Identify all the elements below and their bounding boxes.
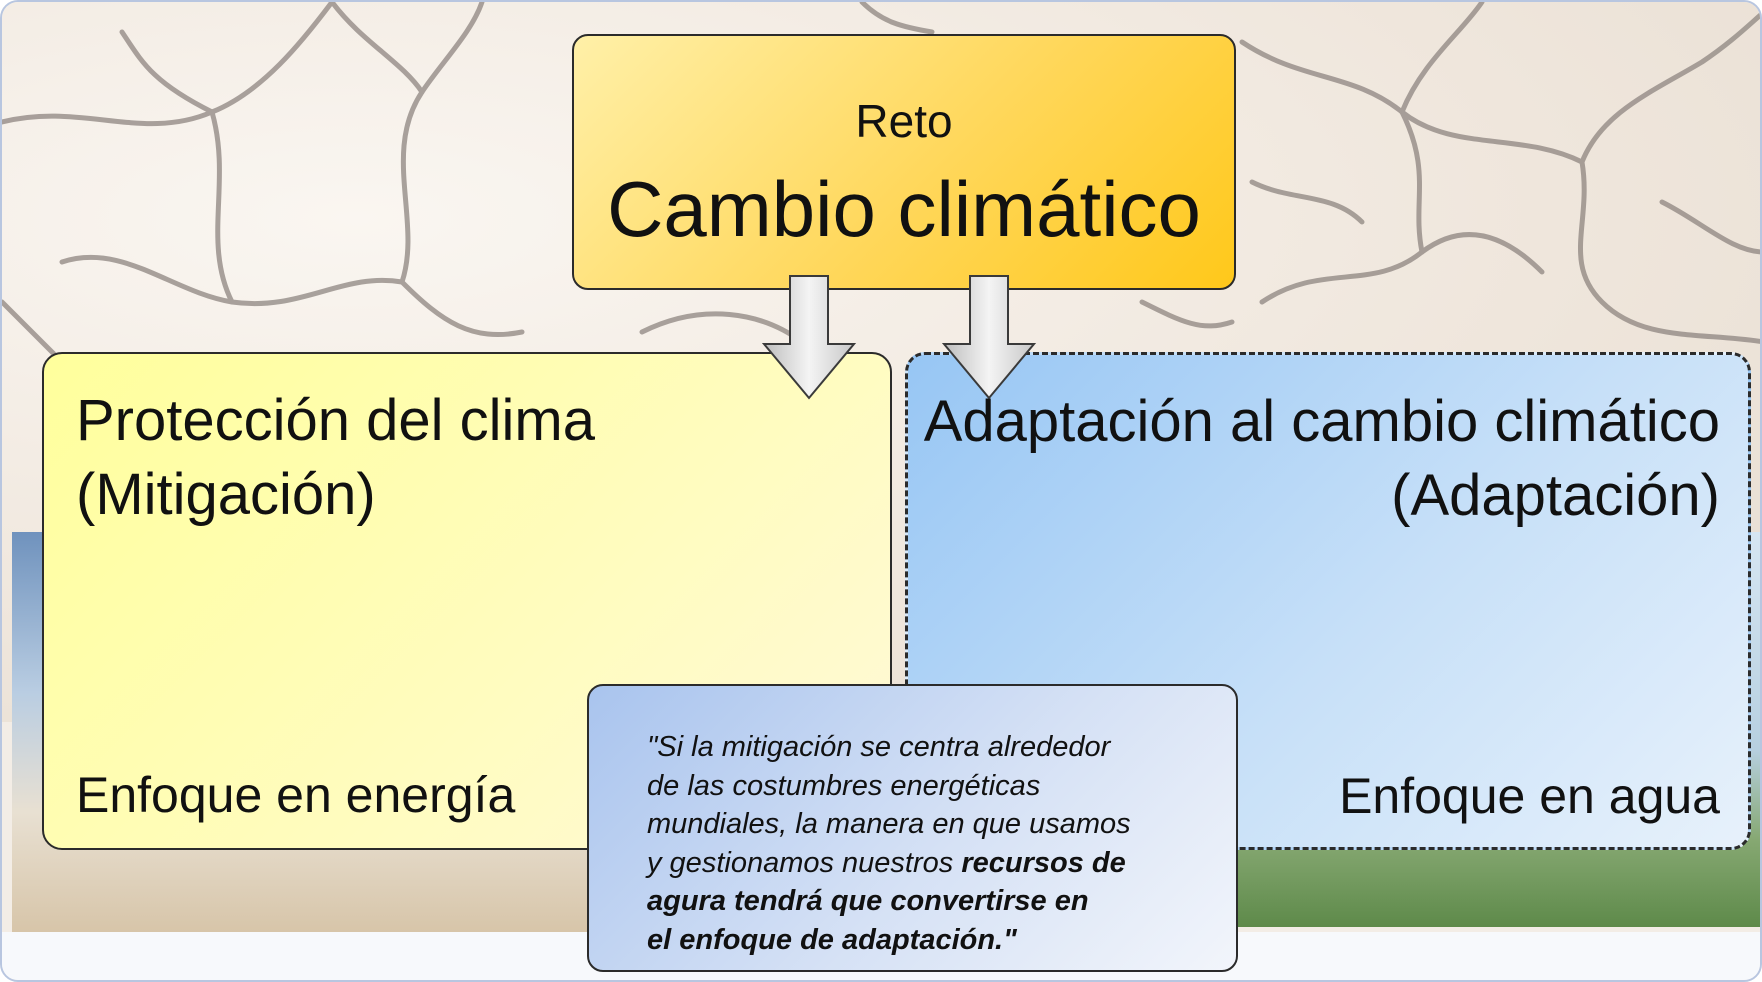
adaptation-title-line2: (Adaptación) — [1391, 463, 1720, 528]
arrow-down-left-icon — [762, 275, 857, 400]
quote-line-4-bold: recursos de — [961, 846, 1126, 879]
crack-lines — [2, 2, 1760, 365]
mitigation-title-line1: Protección del clima — [76, 388, 595, 453]
challenge-title: Cambio climático — [607, 165, 1201, 253]
mitigation-title: Protección del clima (Mitigación) — [76, 384, 595, 532]
water-focus-label: Enfoque en agua — [1339, 768, 1720, 824]
energy-focus-label: Enfoque en energía — [76, 767, 516, 823]
quote-line-4-plain: y gestionamos nuestros — [647, 846, 962, 879]
quote-line-2: de las costumbres energéticas — [647, 769, 1041, 802]
quote-line-3: mundiales, la manera en que usamos — [647, 808, 1131, 840]
adaptation-title-line1: Adaptación al cambio climático — [923, 389, 1720, 454]
quote-line-1: "Si la mitigación se centra alrededor — [647, 731, 1111, 763]
adaptation-title: Adaptación al cambio climático (Adaptaci… — [924, 385, 1720, 533]
challenge-box: Reto Cambio climático — [572, 34, 1236, 290]
quote-line-5: agura tendrá que convertirse en — [647, 885, 1089, 917]
mitigation-box: Protección del clima (Mitigación) Enfoqu… — [42, 352, 892, 850]
arrow-down-right-icon — [942, 275, 1037, 400]
quote-text: "Si la mitigación se centra alrededor de… — [647, 728, 1207, 959]
quote-line-6: el enfoque de adaptación." — [647, 923, 1017, 956]
challenge-label: Reto — [855, 95, 953, 147]
quote-box: "Si la mitigación se centra alrededor de… — [587, 684, 1238, 972]
quote-line-4: y gestionamos nuestros recursos de — [647, 844, 1207, 883]
mitigation-title-line2: (Mitigación) — [76, 462, 376, 527]
